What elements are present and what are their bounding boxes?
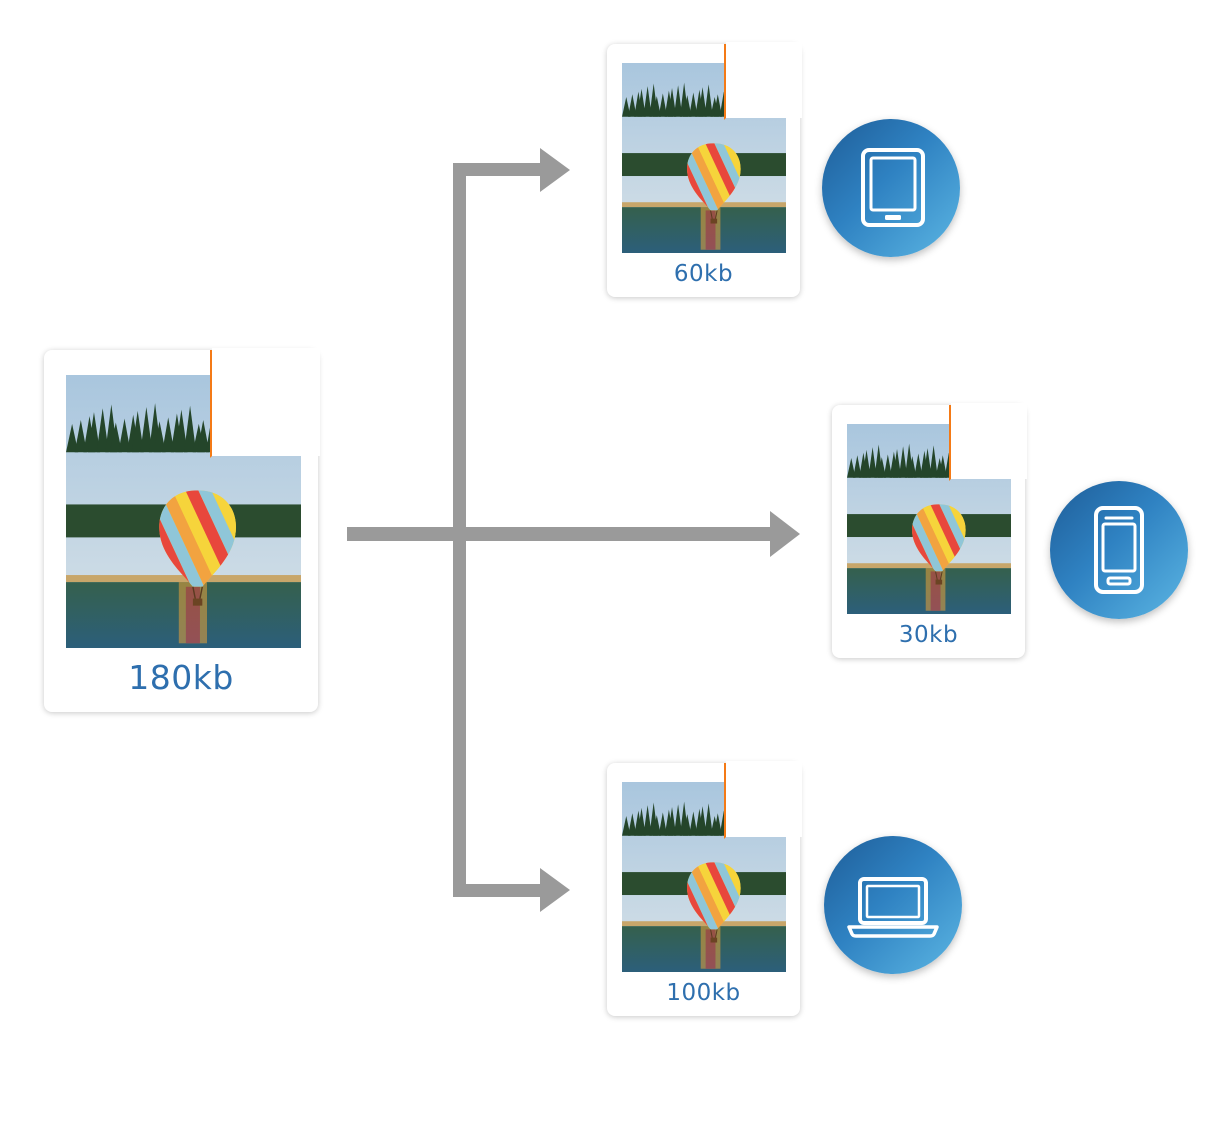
output-size-label: 100kb [666,980,741,1006]
source-file-card: 180kb [44,348,320,712]
balloon-image [847,424,1011,614]
output-file-card-laptop: 100kb [607,761,802,1016]
branch-middle-line [347,527,773,541]
source-size-label: 180kb [128,658,234,697]
output-file-card-tablet: 60kb [607,42,802,297]
laptop-icon [847,877,939,938]
output-file-card-smartphone: 30kb [832,403,1027,658]
arrowhead-top [540,148,570,192]
page-fold-cut [212,348,320,456]
branch-bottom-line [453,884,543,897]
output-size-label: 60kb [673,261,734,287]
page-fold-cut [726,42,802,118]
arrowhead-bottom [540,868,570,912]
branch-top-line [453,163,543,176]
laptop-badge [824,836,962,974]
smartphone-badge [1050,481,1188,619]
page-fold-cut [726,761,802,837]
output-size-label: 30kb [898,622,959,648]
page-fold-cut [951,403,1027,479]
tablet-icon [861,148,925,227]
smartphone-icon [1094,506,1144,594]
tablet-badge [822,119,960,257]
balloon-image [66,375,301,648]
arrowhead-middle [770,511,800,557]
